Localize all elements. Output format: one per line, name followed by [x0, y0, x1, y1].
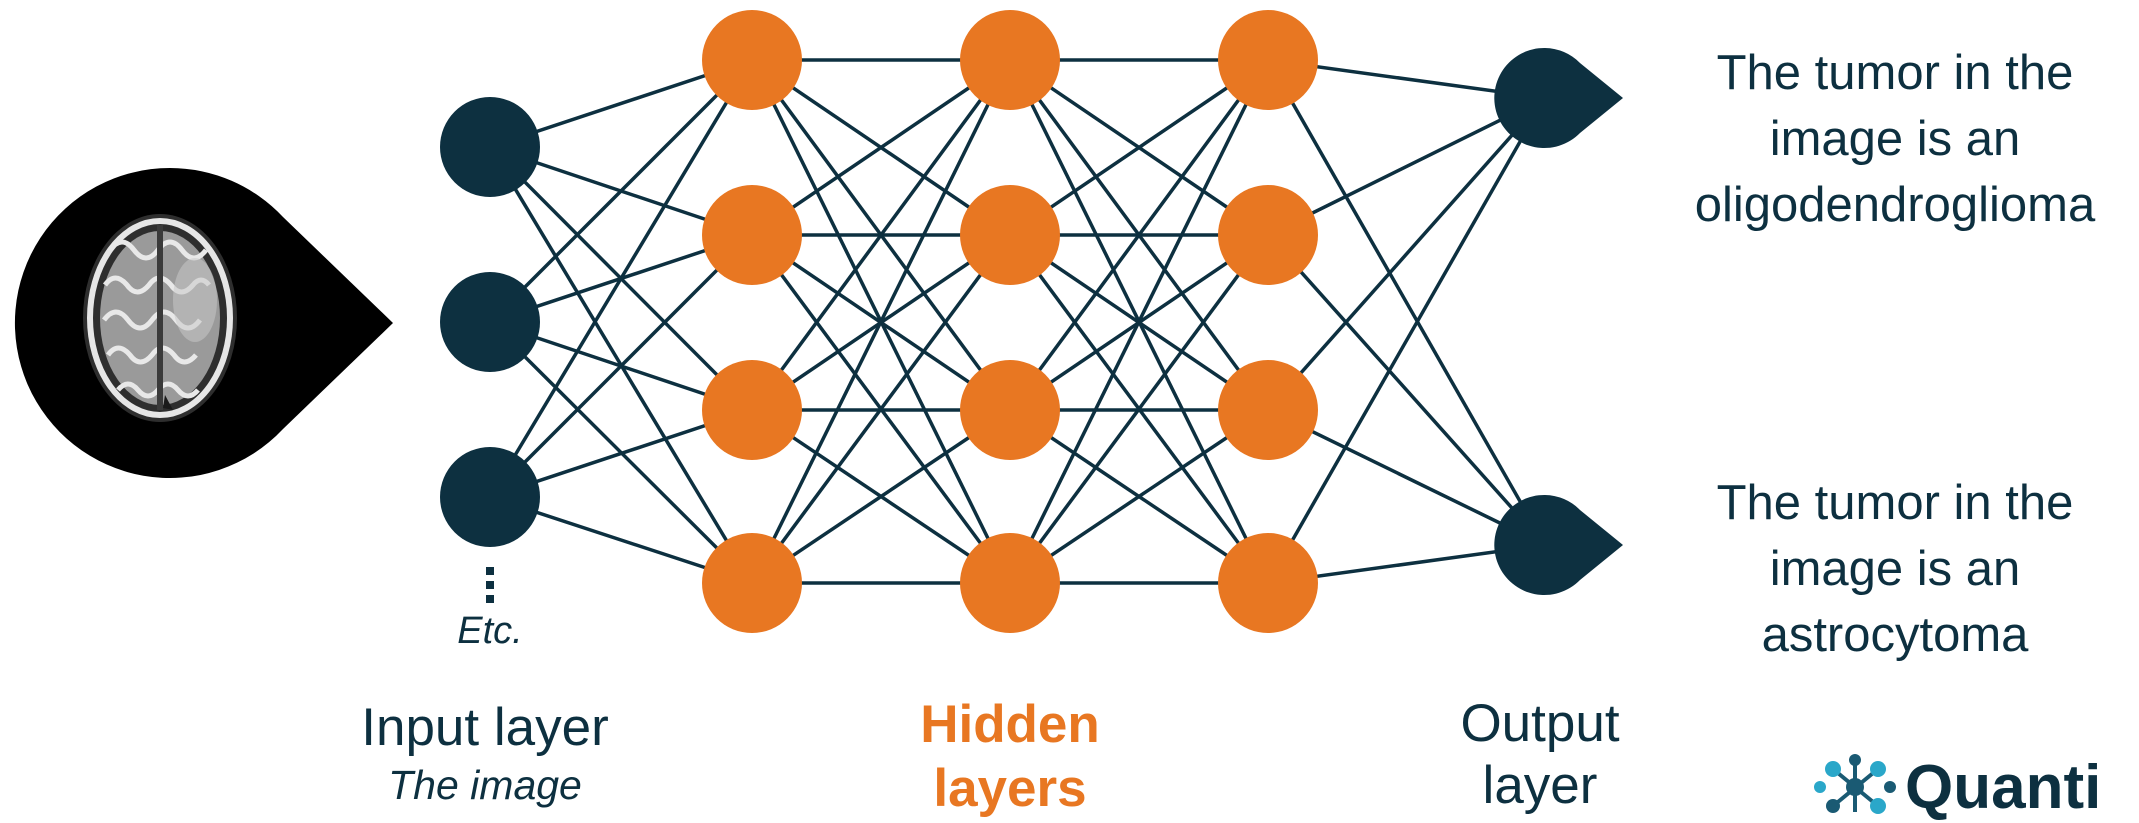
quanti-logo-text: Quanti	[1905, 753, 2102, 822]
connection-line	[1267, 96, 1546, 237]
hidden-layers-title-line2: layers	[933, 759, 1087, 818]
connection-line	[1008, 58, 1270, 412]
hidden-node-1-2	[702, 185, 802, 285]
input-ellipsis-label: Etc.	[457, 610, 523, 652]
connection-line	[1008, 59, 1270, 584]
output-layer-title-line1: Output	[1460, 694, 1620, 753]
connection-line	[750, 59, 1012, 584]
hidden-node-3-1	[1218, 10, 1318, 110]
connection-line	[488, 59, 754, 498]
connection-line	[750, 233, 1012, 585]
connection-line	[488, 233, 754, 499]
network-nodes	[440, 10, 1623, 633]
connection-line	[750, 58, 1012, 412]
input-node-2	[440, 272, 540, 372]
input-layer-label: Input layer The image	[310, 697, 660, 811]
connection-line	[751, 58, 1011, 237]
input-node-3	[440, 447, 540, 547]
connection-line	[1266, 59, 1547, 546]
connection-line	[1266, 97, 1547, 584]
output-node-2	[1494, 494, 1623, 595]
hidden-node-1-3	[702, 360, 802, 460]
hidden-node-3-4	[1218, 533, 1318, 633]
output-node-1	[1494, 47, 1623, 148]
connection-line	[488, 58, 754, 324]
hidden-node-1-1	[702, 10, 802, 110]
hidden-layers-title-line1: Hidden	[920, 695, 1100, 754]
connection-line	[1008, 233, 1270, 585]
hidden-node-2-1	[960, 10, 1060, 110]
output-class-oligodendroglioma: The tumor in the image is an oligodendro…	[1694, 46, 2096, 232]
connection-line	[1266, 96, 1547, 412]
connection-line	[751, 408, 1011, 585]
connection-line	[1009, 408, 1269, 585]
ellipsis-icon	[486, 567, 494, 603]
input-node-1	[440, 97, 540, 197]
input-layer-title: Input layer	[361, 698, 609, 757]
connection-line	[1266, 233, 1547, 547]
connection-line	[1009, 58, 1269, 237]
hidden-node-3-2	[1218, 185, 1318, 285]
quanti-logo-icon	[1814, 754, 1896, 814]
hidden-node-2-4	[960, 533, 1060, 633]
output-layer-label: Output layer	[1410, 693, 1670, 817]
hidden-node-3-3	[1218, 360, 1318, 460]
hidden-node-1-4	[702, 533, 802, 633]
input-layer-subtitle: The image	[388, 762, 582, 808]
connection-lines	[488, 58, 1547, 585]
hidden-node-2-3	[960, 360, 1060, 460]
brain-mri-icon	[14, 167, 393, 478]
connection-line	[1267, 408, 1546, 547]
hidden-layers-label: Hidden layers	[860, 693, 1160, 821]
output-class-astrocytoma: The tumor in the image is an astrocytoma	[1716, 476, 2074, 662]
output-layer-title-line2: layer	[1482, 756, 1598, 815]
hidden-node-2-2	[960, 185, 1060, 285]
